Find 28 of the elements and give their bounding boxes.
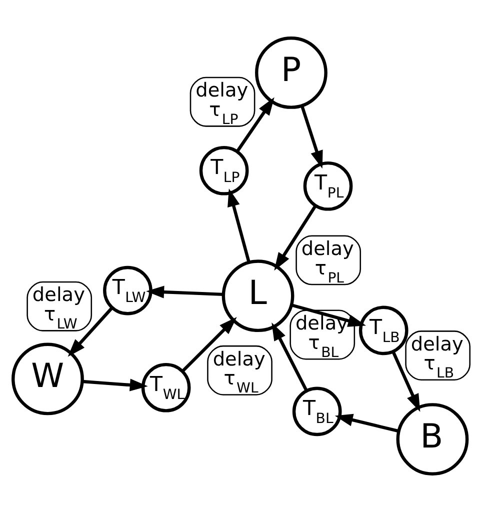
arrow	[272, 322, 308, 392]
arrow	[228, 188, 250, 263]
node-circle: L	[222, 260, 294, 332]
arrow	[334, 414, 399, 433]
edge-label: delay τ$_{LB}$	[410, 332, 464, 382]
arrow	[236, 97, 274, 152]
arrow	[181, 316, 237, 372]
arrow	[82, 378, 148, 392]
edge-label: delay τ$_{LP}$	[196, 78, 248, 128]
arrow	[300, 106, 323, 169]
node-circle: B	[396, 403, 469, 476]
node-circle: T$_{PL}$	[303, 161, 353, 211]
arrow	[146, 286, 224, 298]
node-circle: T$_{BL}$	[292, 386, 342, 436]
arrow	[274, 204, 317, 271]
arrow	[68, 306, 114, 357]
edge-label: delay τ$_{LW}$	[32, 283, 85, 332]
edge-label: delay τ$_{BL}$	[295, 312, 348, 361]
node-circle: T$_{LP}$	[199, 146, 249, 196]
edge-label: delay τ$_{PL}$	[301, 237, 354, 286]
node-circle: W	[12, 342, 84, 416]
node-circle: T$_{LW}$	[103, 266, 152, 316]
node-circle: P	[255, 36, 328, 109]
edge-label: delay τ$_{WL}$	[212, 347, 266, 396]
arrow	[291, 304, 366, 327]
node-circle: T$_{LB}$	[358, 306, 408, 356]
node-circle: T$_{WL}$	[141, 362, 191, 412]
arrow	[392, 351, 420, 412]
